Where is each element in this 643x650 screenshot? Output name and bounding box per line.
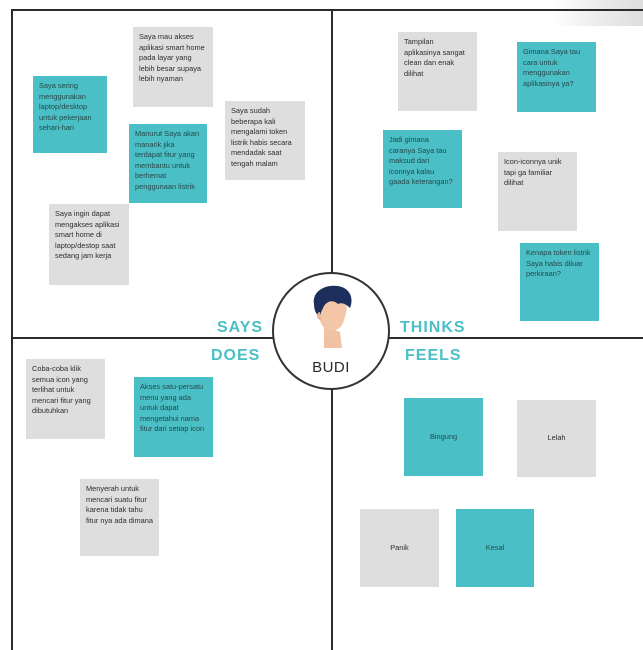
thinks-note-2: Gimana Saya tau cara untuk menggunakan a…	[517, 42, 596, 112]
persona-circle: BUDI	[272, 272, 390, 390]
does-note-1: Coba-coba klik semua icon yang terlihat …	[26, 359, 105, 439]
says-note-4: Saya sudah beberapa kali mengalami token…	[225, 101, 305, 180]
top-border	[11, 9, 643, 11]
says-note-5: Saya ingin dapat mengakses aplikasi smar…	[49, 204, 129, 285]
thinks-note-4: Icon-iconnya unik tapi ga familiar dilih…	[498, 152, 577, 231]
thinks-note-1: Tampilan aplikasinya sangat clean dan en…	[398, 32, 477, 111]
does-note-2: Akses satu-persatu menu yang ada untuk d…	[134, 377, 213, 457]
thinks-label: THINKS	[400, 319, 466, 336]
says-note-2: Saya mau akses aplikasi smart home pada …	[133, 27, 213, 107]
corner-glare	[553, 0, 643, 26]
feels-note-kesal: Kesal	[456, 509, 534, 587]
feels-label: FEELS	[405, 347, 462, 364]
does-label: DOES	[211, 347, 261, 364]
says-note-1: Saya sering menggunakan laptop/desktop u…	[33, 76, 107, 153]
thinks-note-5: Kenapa token listrik Saya habis diluar p…	[520, 243, 599, 321]
thinks-note-3: Jadi gimana caranya Saya tau maksud dari…	[383, 130, 462, 208]
person-avatar-icon	[313, 285, 352, 348]
feels-note-lelah: Lelah	[517, 400, 596, 477]
left-border	[11, 9, 13, 650]
says-note-3: Manurut Saya akan manarik jika terdapat …	[129, 124, 207, 203]
feels-note-bingung: Bingung	[404, 398, 483, 476]
says-label: SAYS	[217, 319, 264, 336]
feels-note-panik: Panik	[360, 509, 439, 587]
persona-name: BUDI	[312, 359, 350, 376]
does-note-3: Menyerah untuk mencari suatu fitur karen…	[80, 479, 159, 556]
